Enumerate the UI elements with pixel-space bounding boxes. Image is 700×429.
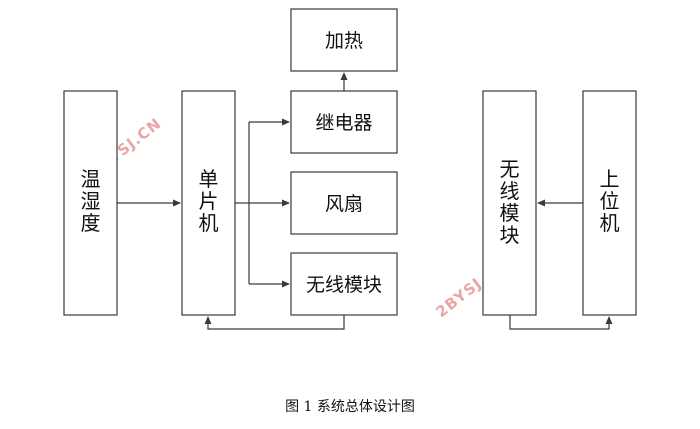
fan-box bbox=[290, 171, 398, 235]
mcu-label: 单 片 机 bbox=[199, 167, 219, 235]
svg-text:温: 温 bbox=[81, 167, 101, 191]
arrow-wireless-to-host bbox=[509, 315, 613, 330]
wireless-module-left-label: 无线模块 bbox=[306, 274, 382, 296]
wireless-module-left-box bbox=[290, 252, 398, 316]
svg-text:上: 上 bbox=[600, 167, 620, 191]
heating-box bbox=[290, 8, 398, 72]
svg-text:机: 机 bbox=[199, 211, 219, 235]
fan-label: 风扇 bbox=[325, 193, 363, 215]
wireless-module-right-label: 无 线 模 块 bbox=[500, 157, 520, 247]
svg-text:片: 片 bbox=[199, 189, 219, 213]
svg-text:湿: 湿 bbox=[81, 189, 101, 213]
relay-label: 继电器 bbox=[315, 112, 372, 134]
svg-text:单: 单 bbox=[199, 167, 219, 191]
svg-text:无: 无 bbox=[500, 157, 520, 181]
svg-text:位: 位 bbox=[600, 189, 620, 213]
temp-humidity-label: 温 湿 度 bbox=[81, 167, 101, 235]
temp-humidity-box bbox=[63, 90, 118, 316]
svg-text:模: 模 bbox=[500, 201, 520, 225]
svg-text:块: 块 bbox=[500, 223, 520, 247]
svg-text:度: 度 bbox=[81, 211, 101, 235]
heating-label: 加热 bbox=[325, 30, 363, 52]
svg-text:线: 线 bbox=[500, 179, 520, 203]
svg-text:机: 机 bbox=[600, 211, 620, 235]
wireless-module-right-box bbox=[482, 90, 537, 316]
arrow-wireless-feedback-to-mcu bbox=[204, 315, 345, 330]
host-computer-box bbox=[582, 90, 637, 316]
host-computer-label: 上 位 机 bbox=[600, 167, 620, 235]
figure-caption: 图 1 系统总体设计图 bbox=[285, 399, 415, 415]
